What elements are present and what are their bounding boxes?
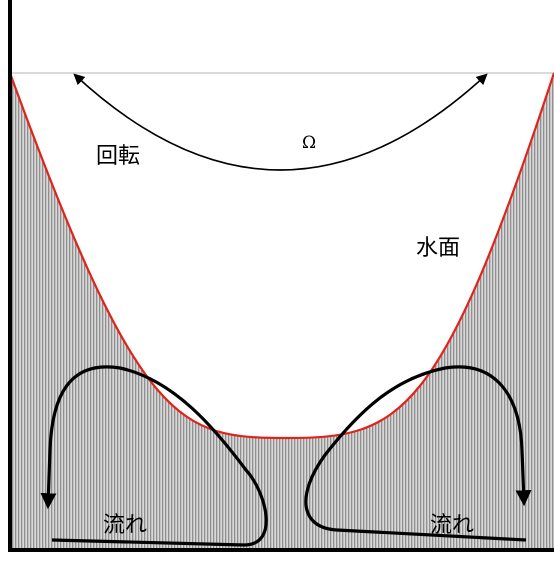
rotation-label: 回転 <box>96 144 140 169</box>
water-body <box>10 73 554 548</box>
water-surface-label: 水面 <box>416 236 460 261</box>
water-surface-curve <box>8 72 554 440</box>
omega-label: Ω <box>302 133 316 153</box>
flow-loop-right-icon <box>304 365 532 542</box>
flow-label-right: 流れ <box>430 513 474 538</box>
rotation-arrow-icon <box>73 73 488 171</box>
flow-loop-left-icon <box>40 365 268 547</box>
flow-label-left: 流れ <box>103 513 147 538</box>
